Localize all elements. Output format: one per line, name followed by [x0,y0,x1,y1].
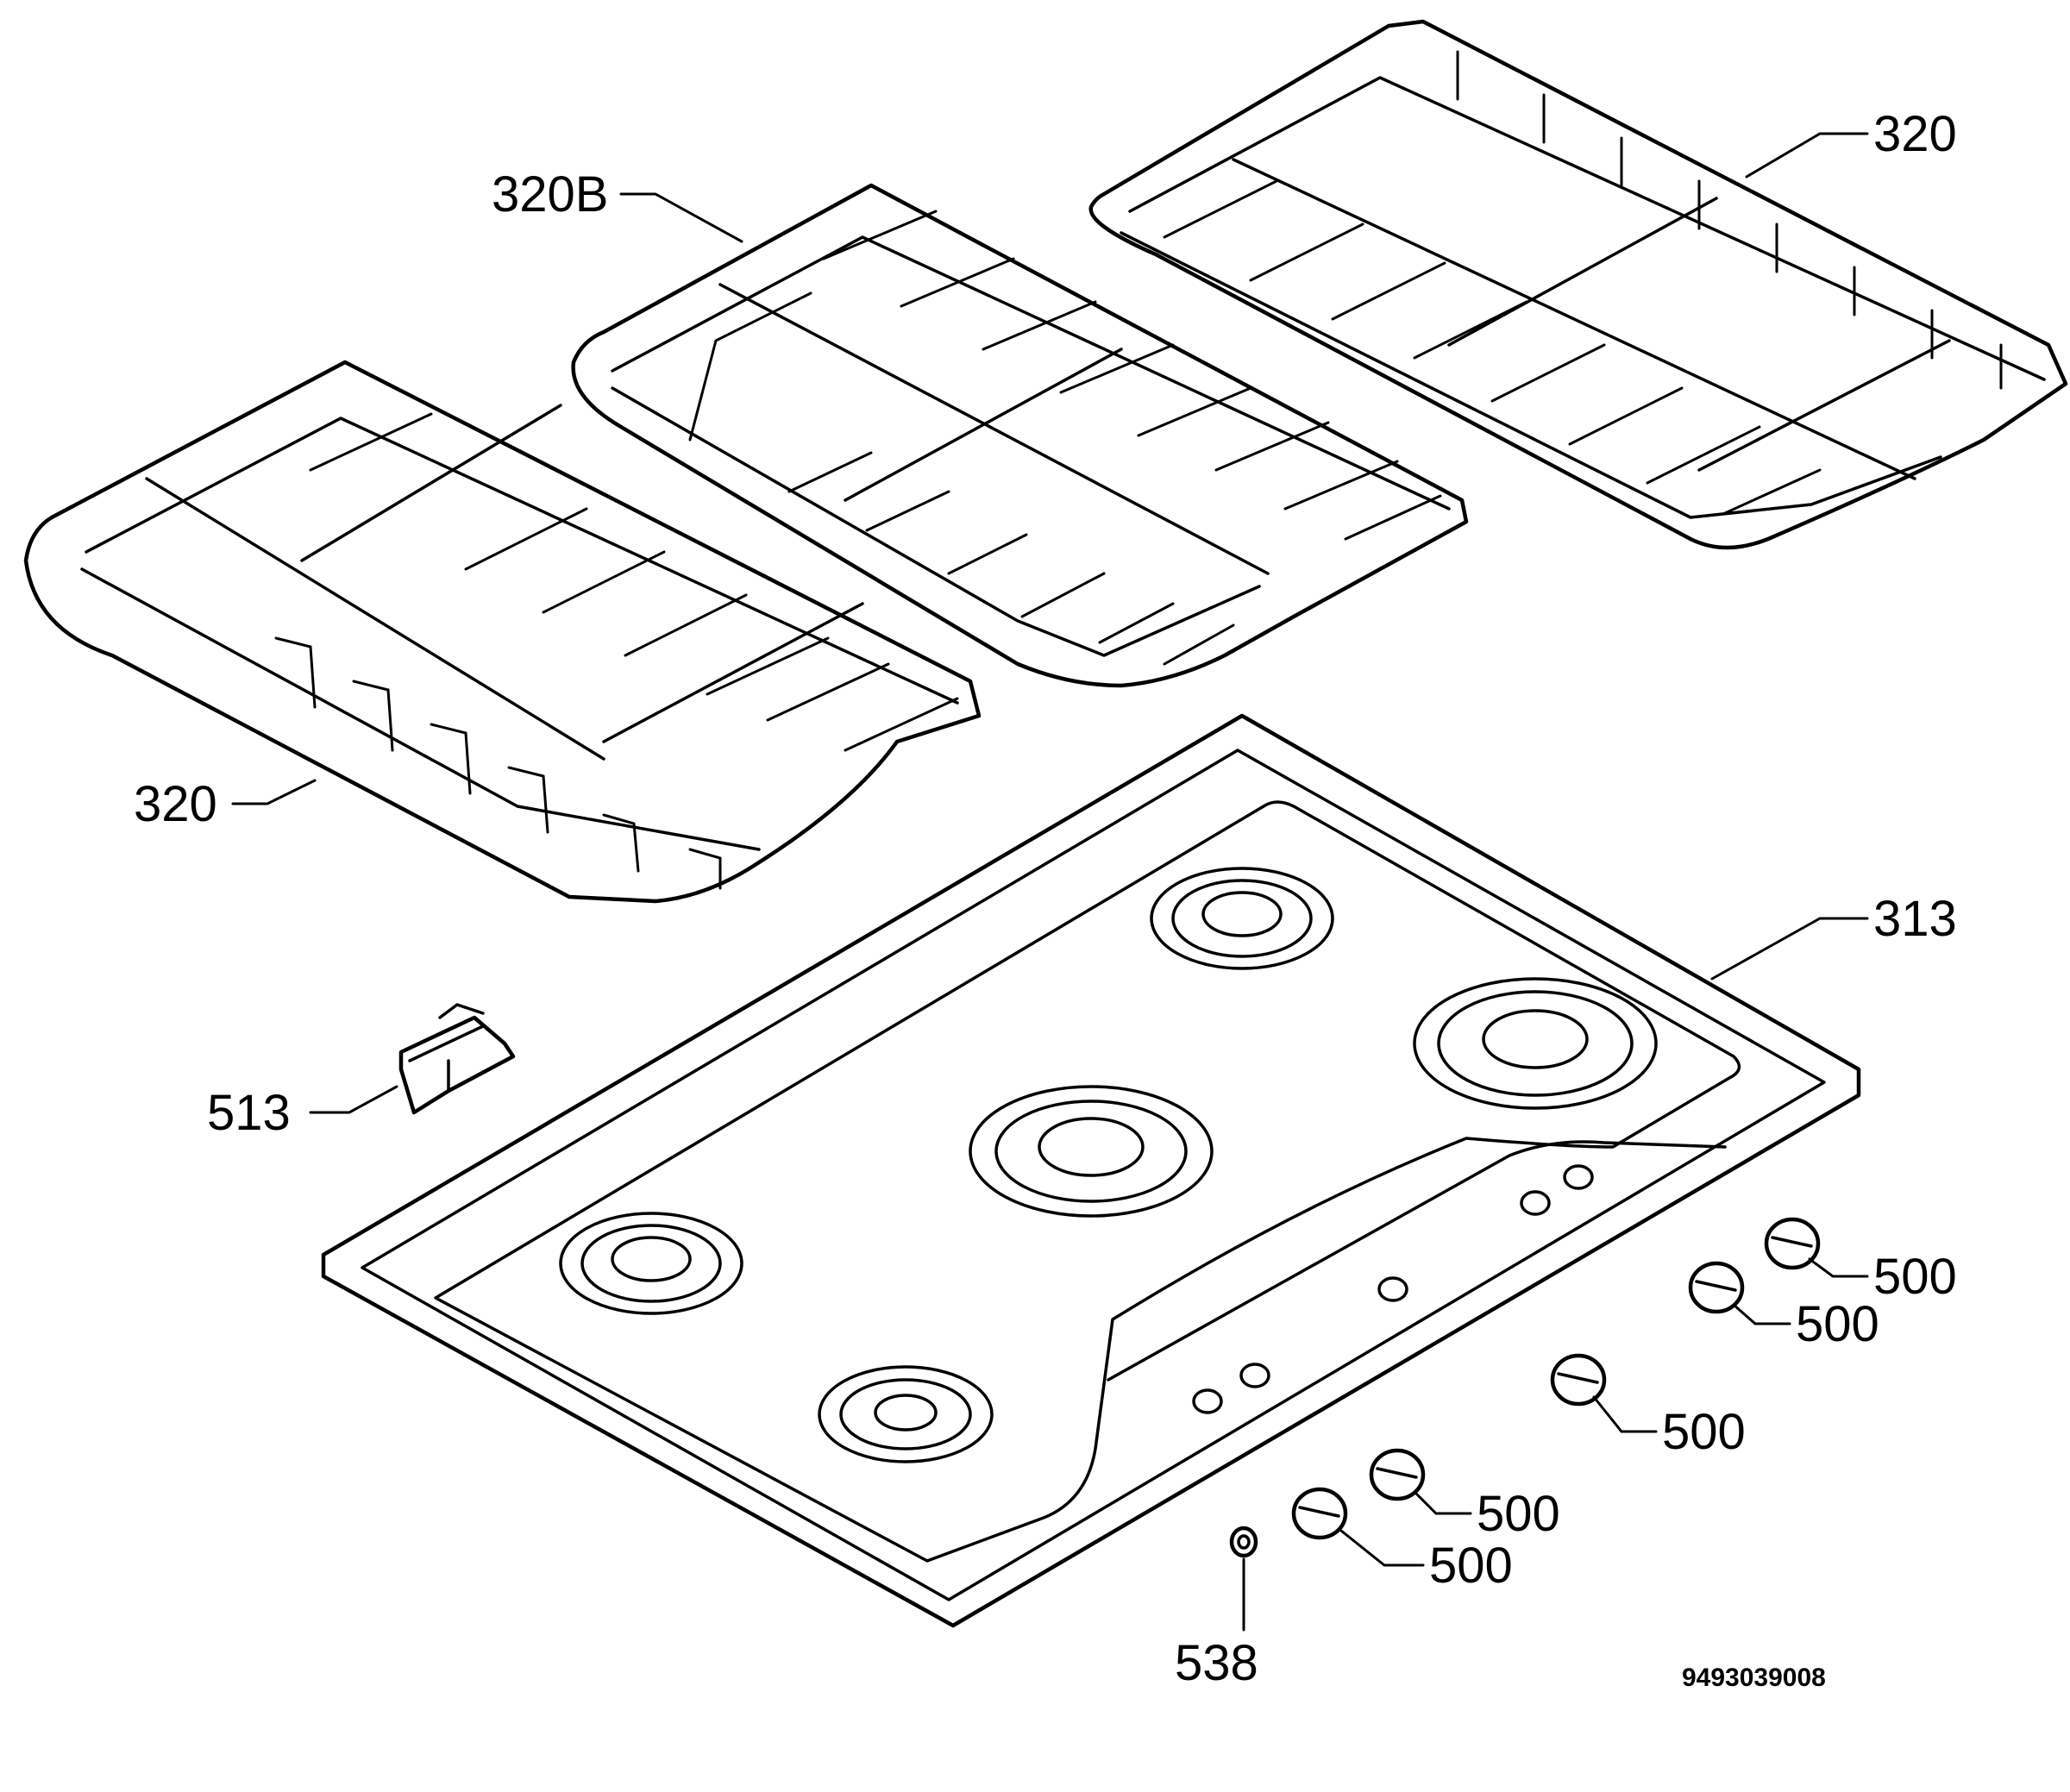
burner-rear-right [1413,977,1658,1110]
label-grid-middle: 320B [492,166,608,222]
label-knob-4: 500 [1477,1486,1560,1542]
part-labels: 320 320B 320 313 513 500 500 500 500 500… [134,106,1957,1692]
bracket-part [398,1003,516,1115]
burner-front-right [818,1365,994,1463]
pan-support-grid-left [23,360,982,904]
drawing-code: 9493039008 [1682,1664,1826,1692]
label-hob-top: 313 [1873,891,1957,947]
knob-4 [1369,1448,1426,1501]
spacer-part [1229,1526,1258,1558]
hob-top-plate [321,713,1861,1628]
burner-front-left [559,1212,743,1315]
knob-1 [1764,1217,1821,1270]
label-knob-3: 500 [1662,1404,1746,1460]
label-knob-2: 500 [1796,1296,1879,1352]
control-knobs [1291,1217,1821,1540]
pan-support-grid-right [1088,19,2068,550]
burner-rear-left [1150,867,1334,970]
leader-lines [231,132,1869,1632]
burner-center [969,1085,1214,1218]
knob-5 [1291,1487,1348,1540]
knob-2 [1688,1261,1745,1314]
label-knob-5: 500 [1429,1538,1513,1594]
knob-3 [1550,1353,1607,1407]
label-bracket: 513 [207,1085,291,1141]
label-grid-right: 320 [1873,106,1957,162]
pan-support-grid-middle [571,183,1469,688]
knob-holes [1192,1164,1594,1414]
label-grid-left: 320 [134,776,217,832]
label-spacer: 538 [1175,1635,1258,1691]
label-knob-1: 500 [1873,1249,1957,1305]
